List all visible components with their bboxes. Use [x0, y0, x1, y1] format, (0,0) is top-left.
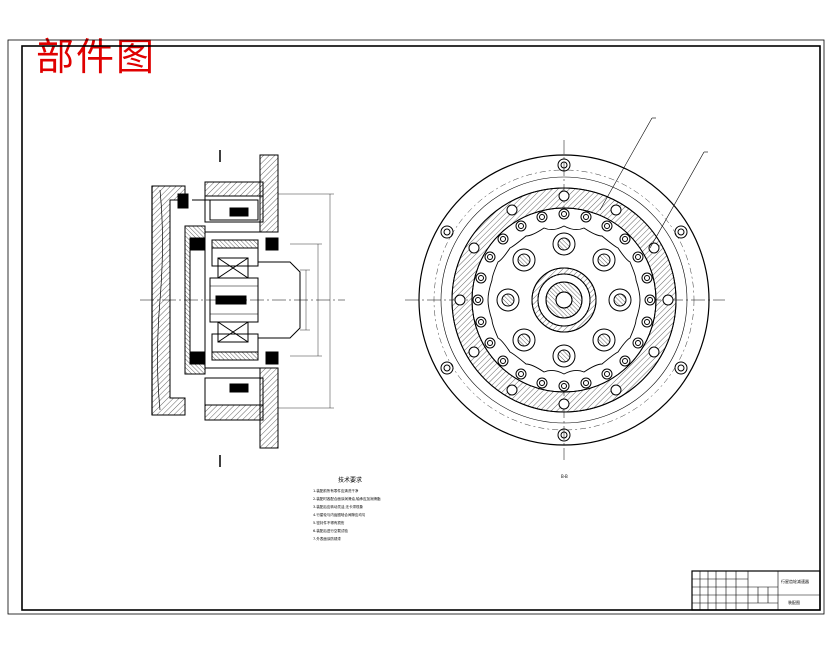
note-line-3: 3.装配后应转动灵活,无卡滞现象 — [313, 504, 363, 509]
note-line-5: 5.密封件不得有损伤 — [313, 520, 345, 525]
note-line-7: 7.外表面涂防锈漆 — [313, 536, 341, 541]
title-block-type: 装配图 — [788, 599, 800, 605]
view-label: B-B — [561, 474, 568, 479]
title-block-name: 行星齿轮减速器 — [781, 578, 809, 584]
inner-frame — [21, 45, 821, 611]
title-block — [691, 570, 821, 611]
front-view — [405, 117, 725, 460]
technical-notes: 技术要求 1.装配前所有零件应清洗干净 2.装配时各配合面涂润滑油,轴承应加润滑… — [313, 476, 381, 541]
note-line-4: 4.行星轮与内齿圈啮合间隙应均匀 — [313, 512, 366, 517]
notes-title: 技术要求 — [338, 476, 362, 484]
watermark-text: 部件图 — [36, 35, 157, 79]
note-line-6: 6.装配后进行空载试验 — [313, 528, 348, 533]
section-view — [140, 150, 345, 467]
note-line-1: 1.装配前所有零件应清洗干净 — [313, 488, 359, 493]
note-line-2: 2.装配时各配合面涂润滑油,轴承应加润滑脂 — [313, 496, 381, 501]
outer-frame — [7, 39, 825, 615]
